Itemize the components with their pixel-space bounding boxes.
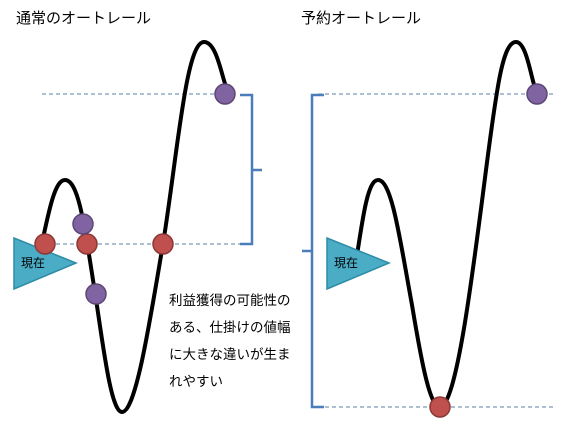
- note-line-2: ある、仕掛けの値幅: [169, 320, 291, 336]
- left-red-point-3: [152, 233, 174, 255]
- right-range-bracket: [302, 93, 324, 409]
- right-price-curve: [354, 39, 539, 410]
- left-red-point-1: [34, 233, 56, 255]
- right-diagram: [302, 39, 553, 418]
- left-purple-point-top: [214, 83, 236, 105]
- left-price-curve: [36, 39, 231, 415]
- left-range-bracket: [240, 93, 262, 246]
- right-purple-point-top: [526, 83, 548, 105]
- left-red-point-2: [76, 233, 98, 255]
- left-note-text: 利益獲得の可能性の ある、仕掛けの値幅 に大きな違いが生ま れやすい: [169, 288, 319, 396]
- left-current-label: 現在: [21, 256, 46, 270]
- note-line-4: れやすい: [169, 374, 223, 390]
- right-current-label: 現在: [334, 256, 359, 270]
- right-current-triangle: [326, 236, 391, 291]
- note-line-1: 利益獲得の可能性の: [169, 293, 291, 309]
- left-diagram-title: 通常のオートレール: [16, 9, 152, 27]
- right-red-point-bottom: [429, 396, 451, 418]
- left-diagram: [13, 39, 262, 415]
- left-purple-point-2: [85, 283, 107, 305]
- note-line-3: に大きな違いが生ま: [169, 347, 291, 363]
- right-diagram-title: 予約オートレール: [301, 9, 422, 27]
- left-purple-point-1: [72, 213, 94, 235]
